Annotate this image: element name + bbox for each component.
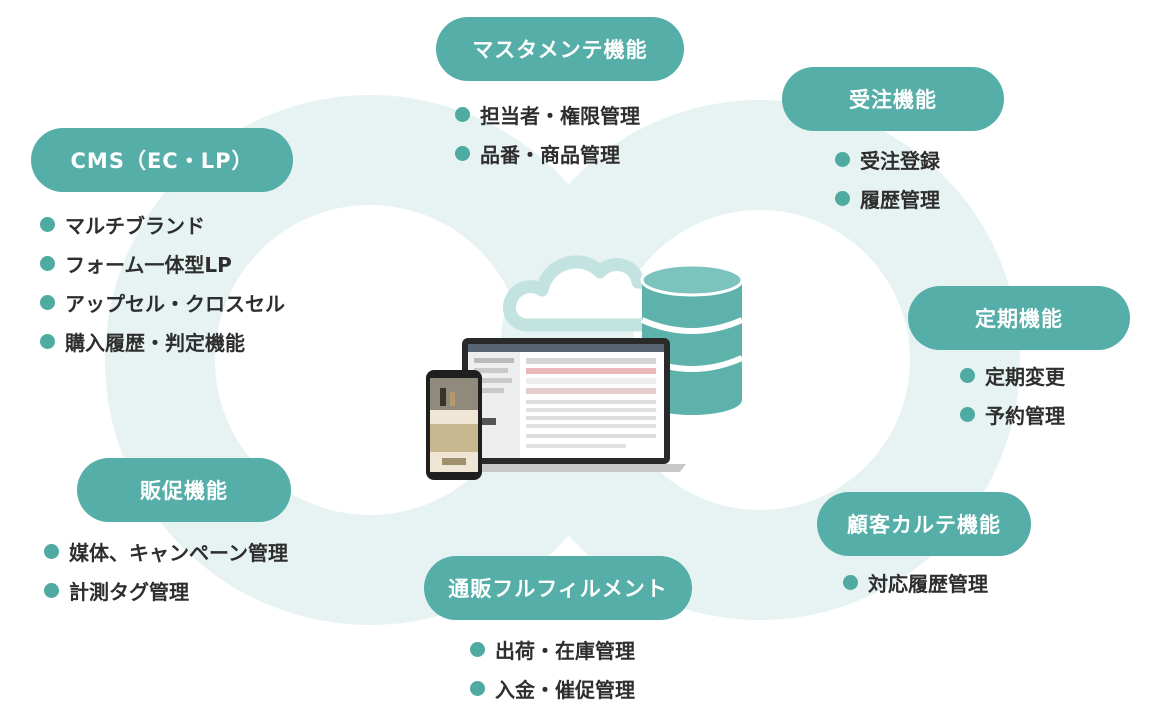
customer-record-badge: 顧客カルテ機能: [817, 492, 1031, 556]
order-badge: 受注機能: [782, 67, 1004, 131]
list-item: 入金・催促管理: [470, 669, 635, 708]
list-item: 出荷・在庫管理: [470, 630, 635, 669]
fulfillment-list: 出荷・在庫管理 入金・催促管理: [470, 630, 635, 708]
subscription-list: 定期変更 予約管理: [960, 356, 1065, 434]
bullet-dot-icon: [455, 146, 470, 161]
list-item: 受注登録: [835, 140, 940, 179]
bullet-dot-icon: [455, 107, 470, 122]
customer-record-list: 対応履歴管理: [843, 563, 988, 602]
bullet-dot-icon: [470, 681, 485, 696]
fulfillment-badge: 通販フルフィルメント: [424, 556, 692, 620]
system-illustration: [426, 255, 744, 480]
list-item: 購入履歴・判定機能: [40, 322, 285, 361]
laptop-icon: [446, 338, 686, 472]
list-item: 媒体、キャンペーン管理: [44, 532, 288, 571]
list-item: 定期変更: [960, 356, 1065, 395]
list-item: 対応履歴管理: [843, 563, 988, 602]
order-list: 受注登録 履歴管理: [835, 140, 940, 218]
list-item: 履歴管理: [835, 179, 940, 218]
list-item: アップセル・クロスセル: [40, 283, 285, 322]
bullet-dot-icon: [40, 217, 55, 232]
master-maintenance-badge: マスタメンテ機能: [436, 17, 684, 81]
bullet-dot-icon: [835, 152, 850, 167]
list-item: 担当者・権限管理: [455, 95, 640, 134]
list-item: マルチブランド: [40, 205, 285, 244]
bullet-dot-icon: [40, 256, 55, 271]
promotion-badge: 販促機能: [77, 458, 291, 522]
cms-list: マルチブランド フォーム一体型LP アップセル・クロスセル 購入履歴・判定機能: [40, 205, 285, 361]
master-maintenance-list: 担当者・権限管理 品番・商品管理: [455, 95, 640, 173]
bullet-dot-icon: [960, 368, 975, 383]
list-item: 予約管理: [960, 395, 1065, 434]
list-item: フォーム一体型LP: [40, 244, 285, 283]
list-item: 計測タグ管理: [44, 571, 288, 610]
bullet-dot-icon: [44, 544, 59, 559]
bullet-dot-icon: [470, 642, 485, 657]
bullet-dot-icon: [960, 407, 975, 422]
bullet-dot-icon: [44, 583, 59, 598]
cms-badge: CMS（EC・LP）: [31, 128, 293, 192]
subscription-badge: 定期機能: [908, 286, 1130, 350]
cloud-icon: [503, 255, 669, 332]
bullet-dot-icon: [835, 191, 850, 206]
bullet-dot-icon: [843, 575, 858, 590]
list-item: 品番・商品管理: [455, 134, 640, 173]
bullet-dot-icon: [40, 334, 55, 349]
promotion-list: 媒体、キャンペーン管理 計測タグ管理: [44, 532, 288, 610]
smartphone-icon: [426, 370, 482, 480]
bullet-dot-icon: [40, 295, 55, 310]
